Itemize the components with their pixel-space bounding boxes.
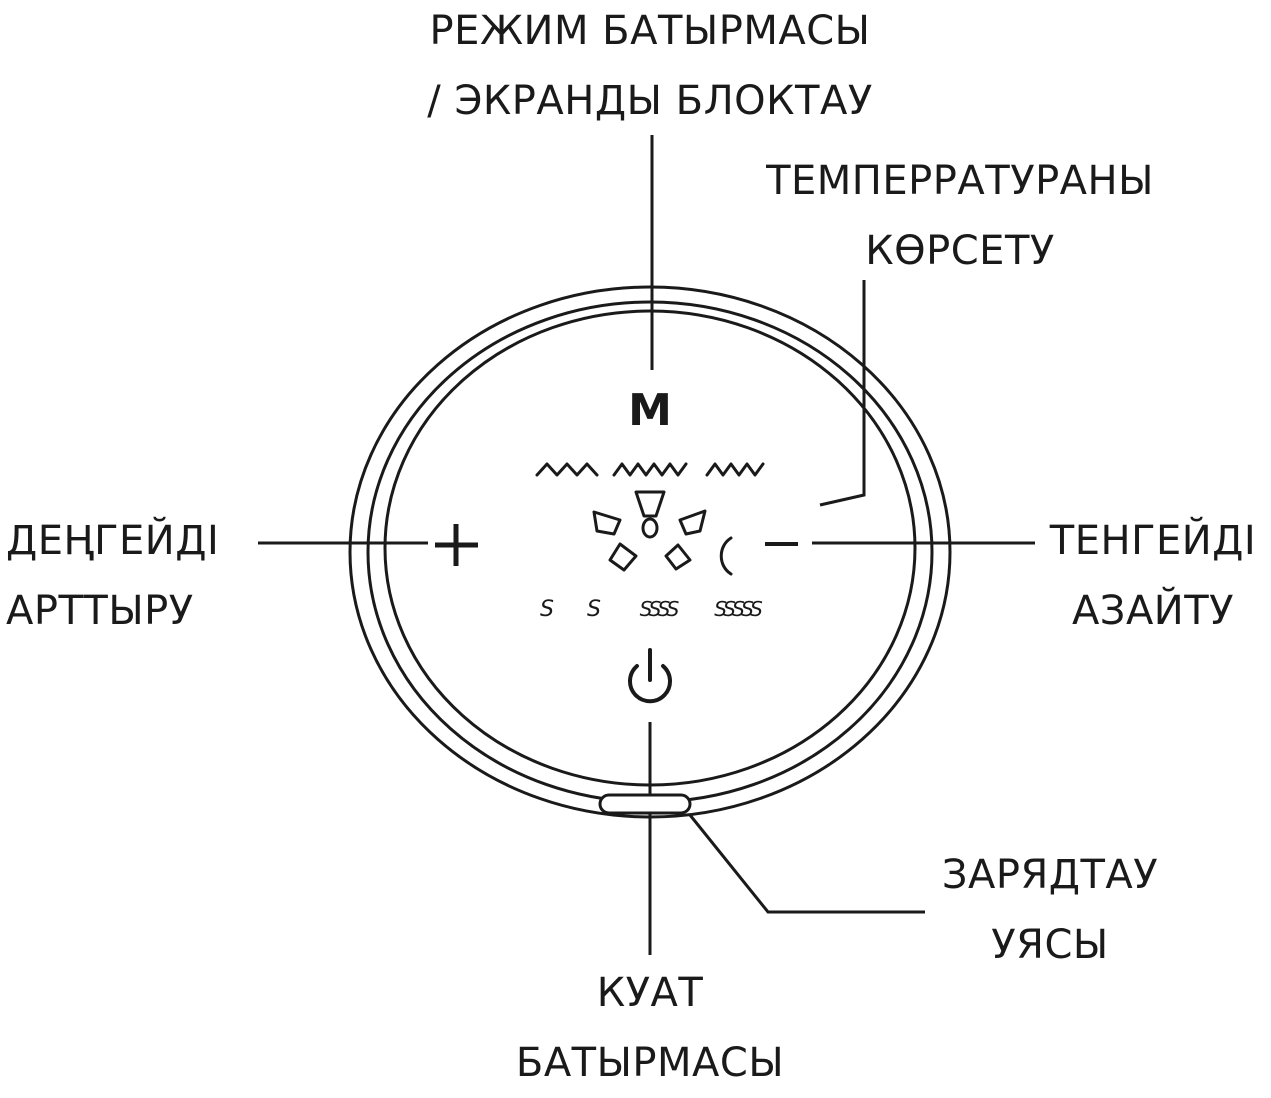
fan-hub	[641, 517, 659, 539]
fan-blade-top	[634, 490, 666, 518]
device-inner-ring	[383, 309, 917, 787]
temperature-display-label-line1: ТЕМПЕРРАТУРАНЫ	[766, 158, 1154, 204]
charging-port-label: ЗАРЯДТАУ УЯСЫ	[860, 840, 1240, 980]
fan-blade-upper-left	[592, 510, 622, 536]
power-icon-arc	[628, 664, 672, 704]
wave-icon-medium	[612, 462, 688, 477]
charging-port-icon	[598, 793, 692, 815]
heat-level-3: SSSS	[640, 597, 680, 621]
increase-level-label-line2: АРТТЫРУ	[6, 588, 194, 634]
power-button-label: КУАТ БАТЫРМАСЫ	[420, 958, 880, 1098]
fan-blade-upper-right	[678, 509, 707, 536]
power-button-label-line2: БАТЫРМАСЫ	[515, 1040, 785, 1086]
charging-port-label-line2: УЯСЫ	[991, 922, 1109, 968]
mode-button-label-line1: РЕЖИМ БАТЫРМАСЫ	[429, 8, 871, 54]
fan-icon	[592, 490, 707, 572]
increase-button[interactable]	[435, 524, 478, 566]
temperature-wave-icons	[535, 462, 765, 477]
decrease-level-label: ТЕНГЕЙДІ АЗАЙТУ	[1040, 506, 1266, 646]
increase-level-label-line1: ДЕҢГЕЙДІ	[6, 518, 220, 564]
wave-icon-low	[535, 462, 599, 477]
decrease-level-label-line2: АЗАЙТУ	[1071, 588, 1235, 634]
moon-icon	[719, 536, 733, 576]
heat-level-indicators: S S SSSS SSSSS	[540, 597, 766, 622]
temperature-leader-line	[819, 280, 866, 507]
heat-level-2: S	[587, 597, 601, 622]
fan-blade-lower-left	[608, 542, 638, 572]
leader-lines	[258, 135, 1035, 955]
heat-level-1: S	[540, 597, 554, 622]
decrease-level-label-line1: ТЕНГЕЙДІ	[1049, 518, 1257, 564]
mode-button-label: РЕЖИМ БАТЫРМАСЫ / ЭКРАНДЫ БЛОКТАУ	[350, 0, 950, 136]
fan-blade-lower-right	[664, 543, 692, 571]
temperature-display-label-line2: КӨРСЕТУ	[865, 228, 1055, 274]
temperature-display-label: ТЕМПЕРРАТУРАНЫ КӨРСЕТУ	[700, 146, 1220, 286]
mode-button[interactable]: M	[628, 385, 672, 436]
power-button-label-line1: КУАТ	[596, 970, 704, 1016]
increase-level-label: ДЕҢГЕЙДІ АРТТЫРУ	[6, 506, 266, 646]
charging-port-label-line1: ЗАРЯДТАУ	[941, 852, 1159, 898]
power-button[interactable]	[628, 648, 672, 704]
wave-icon-high	[705, 462, 765, 477]
charging-leader-line	[688, 814, 925, 914]
mode-button-label-line2: / ЭКРАНДЫ БЛОКТАУ	[427, 78, 873, 124]
heat-level-4: SSSSS	[714, 597, 763, 621]
